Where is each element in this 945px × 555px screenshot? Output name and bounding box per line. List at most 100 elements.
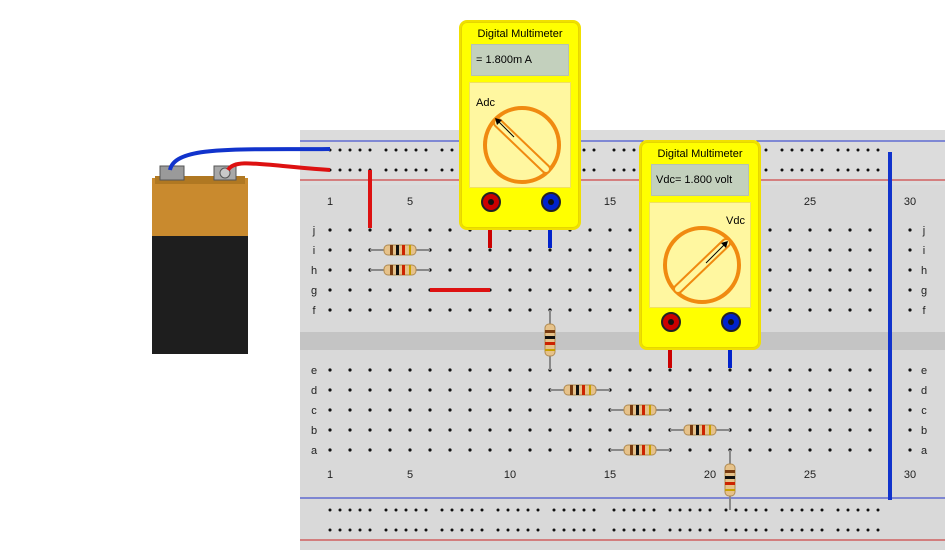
rail-hole[interactable]: [820, 148, 824, 152]
breadboard-hole[interactable]: [608, 288, 612, 292]
breadboard-hole[interactable]: [868, 428, 872, 432]
breadboard-hole[interactable]: [728, 368, 732, 372]
breadboard-hole[interactable]: [668, 388, 672, 392]
breadboard-hole[interactable]: [508, 288, 512, 292]
rail-hole[interactable]: [328, 528, 332, 532]
breadboard-hole[interactable]: [868, 228, 872, 232]
resistor[interactable]: [370, 244, 430, 256]
rail-hole[interactable]: [652, 508, 656, 512]
breadboard-hole[interactable]: [768, 388, 772, 392]
breadboard-hole[interactable]: [428, 428, 432, 432]
breadboard-hole[interactable]: [368, 388, 372, 392]
breadboard-hole[interactable]: [408, 408, 412, 412]
breadboard-hole[interactable]: [848, 368, 852, 372]
breadboard-hole[interactable]: [588, 408, 592, 412]
rail-hole[interactable]: [592, 168, 596, 172]
rail-hole[interactable]: [734, 528, 738, 532]
breadboard-hole[interactable]: [468, 428, 472, 432]
rail-hole[interactable]: [496, 528, 500, 532]
breadboard-hole[interactable]: [528, 428, 532, 432]
breadboard-hole[interactable]: [528, 268, 532, 272]
breadboard-hole[interactable]: [868, 268, 872, 272]
breadboard-hole[interactable]: [828, 368, 832, 372]
rail-hole[interactable]: [764, 168, 768, 172]
rail-hole[interactable]: [790, 528, 794, 532]
rail-hole[interactable]: [450, 508, 454, 512]
breadboard-hole[interactable]: [448, 268, 452, 272]
breadboard-hole[interactable]: [788, 228, 792, 232]
rail-hole[interactable]: [652, 528, 656, 532]
breadboard-hole[interactable]: [908, 268, 912, 272]
breadboard-hole[interactable]: [708, 408, 712, 412]
breadboard-hole[interactable]: [908, 388, 912, 392]
rail-hole[interactable]: [536, 528, 540, 532]
breadboard-hole[interactable]: [508, 388, 512, 392]
breadboard-hole[interactable]: [468, 368, 472, 372]
rail-hole[interactable]: [424, 508, 428, 512]
rail-hole[interactable]: [612, 528, 616, 532]
breadboard-hole[interactable]: [848, 248, 852, 252]
rail-hole[interactable]: [612, 168, 616, 172]
breadboard-hole[interactable]: [808, 408, 812, 412]
rail-hole[interactable]: [470, 528, 474, 532]
breadboard-hole[interactable]: [828, 428, 832, 432]
breadboard-hole[interactable]: [908, 308, 912, 312]
rail-hole[interactable]: [612, 508, 616, 512]
breadboard-hole[interactable]: [348, 268, 352, 272]
breadboard-hole[interactable]: [448, 368, 452, 372]
breadboard-hole[interactable]: [868, 288, 872, 292]
rail-hole[interactable]: [536, 508, 540, 512]
breadboard-hole[interactable]: [388, 428, 392, 432]
breadboard-hole[interactable]: [808, 388, 812, 392]
breadboard-hole[interactable]: [648, 388, 652, 392]
rail-hole[interactable]: [764, 508, 768, 512]
rail-hole[interactable]: [424, 148, 428, 152]
breadboard-hole[interactable]: [868, 248, 872, 252]
rail-hole[interactable]: [708, 528, 712, 532]
breadboard-hole[interactable]: [348, 368, 352, 372]
breadboard-hole[interactable]: [688, 448, 692, 452]
breadboard-hole[interactable]: [388, 388, 392, 392]
breadboard-hole[interactable]: [608, 248, 612, 252]
breadboard-hole[interactable]: [788, 308, 792, 312]
breadboard-hole[interactable]: [648, 368, 652, 372]
breadboard-hole[interactable]: [408, 448, 412, 452]
rail-hole[interactable]: [384, 148, 388, 152]
resistor[interactable]: [544, 310, 556, 370]
rail-hole[interactable]: [516, 508, 520, 512]
breadboard-hole[interactable]: [908, 248, 912, 252]
rail-hole[interactable]: [780, 528, 784, 532]
breadboard-hole[interactable]: [628, 308, 632, 312]
rail-hole[interactable]: [394, 148, 398, 152]
breadboard-hole[interactable]: [468, 248, 472, 252]
breadboard-hole[interactable]: [408, 288, 412, 292]
rail-hole[interactable]: [582, 508, 586, 512]
breadboard-hole[interactable]: [488, 388, 492, 392]
rail-hole[interactable]: [572, 528, 576, 532]
breadboard-hole[interactable]: [688, 368, 692, 372]
breadboard-hole[interactable]: [808, 228, 812, 232]
mode-dial-icon[interactable]: [470, 83, 570, 187]
breadboard-hole[interactable]: [848, 448, 852, 452]
breadboard-hole[interactable]: [468, 388, 472, 392]
breadboard-hole[interactable]: [408, 428, 412, 432]
rail-hole[interactable]: [800, 168, 804, 172]
breadboard-hole[interactable]: [408, 308, 412, 312]
breadboard-hole[interactable]: [828, 308, 832, 312]
rail-hole[interactable]: [744, 528, 748, 532]
rail-hole[interactable]: [592, 148, 596, 152]
breadboard-hole[interactable]: [708, 368, 712, 372]
breadboard-hole[interactable]: [448, 388, 452, 392]
rail-hole[interactable]: [440, 148, 444, 152]
rail-hole[interactable]: [394, 528, 398, 532]
breadboard-hole[interactable]: [768, 308, 772, 312]
breadboard-hole[interactable]: [328, 248, 332, 252]
rail-hole[interactable]: [384, 168, 388, 172]
rail-hole[interactable]: [800, 148, 804, 152]
breadboard-hole[interactable]: [528, 448, 532, 452]
breadboard-hole[interactable]: [348, 388, 352, 392]
breadboard-hole[interactable]: [468, 308, 472, 312]
breadboard-hole[interactable]: [528, 368, 532, 372]
breadboard-hole[interactable]: [668, 368, 672, 372]
rail-hole[interactable]: [470, 508, 474, 512]
